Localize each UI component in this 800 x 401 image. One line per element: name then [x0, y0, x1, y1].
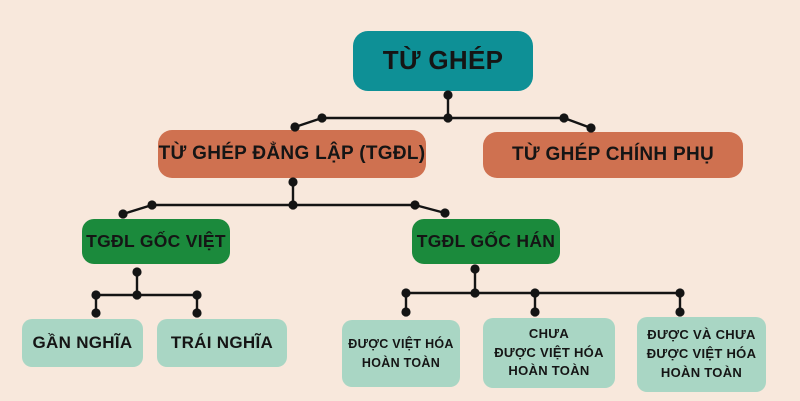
node-tu-ghep: TỪ GHÉP: [353, 31, 533, 91]
node-gan-nghia: GẦN NGHĨA: [22, 319, 143, 367]
node-tu-ghep-chinh-phu: TỪ GHÉP CHÍNH PHỤ: [483, 132, 743, 178]
node-duoc-viet-hoa-hoan-toan: ĐƯỢC VIỆT HÓA HOÀN TOÀN: [342, 320, 460, 387]
node-tu-ghep-dang-lap: TỪ GHÉP ĐẲNG LẬP (TGĐL): [158, 130, 426, 178]
node-duoc-va-chua-viet-hoa: ĐƯỢC VÀ CHƯA ĐƯỢC VIỆT HÓA HOÀN TOÀN: [637, 317, 766, 392]
node-tgdl-goc-viet: TGĐL GỐC VIỆT: [82, 219, 230, 264]
node-tgdl-goc-han: TGĐL GỐC HÁN: [412, 219, 560, 264]
node-chua-duoc-viet-hoa: CHƯA ĐƯỢC VIỆT HÓA HOÀN TOÀN: [483, 318, 615, 388]
node-trai-nghia: TRÁI NGHĨA: [157, 319, 287, 367]
